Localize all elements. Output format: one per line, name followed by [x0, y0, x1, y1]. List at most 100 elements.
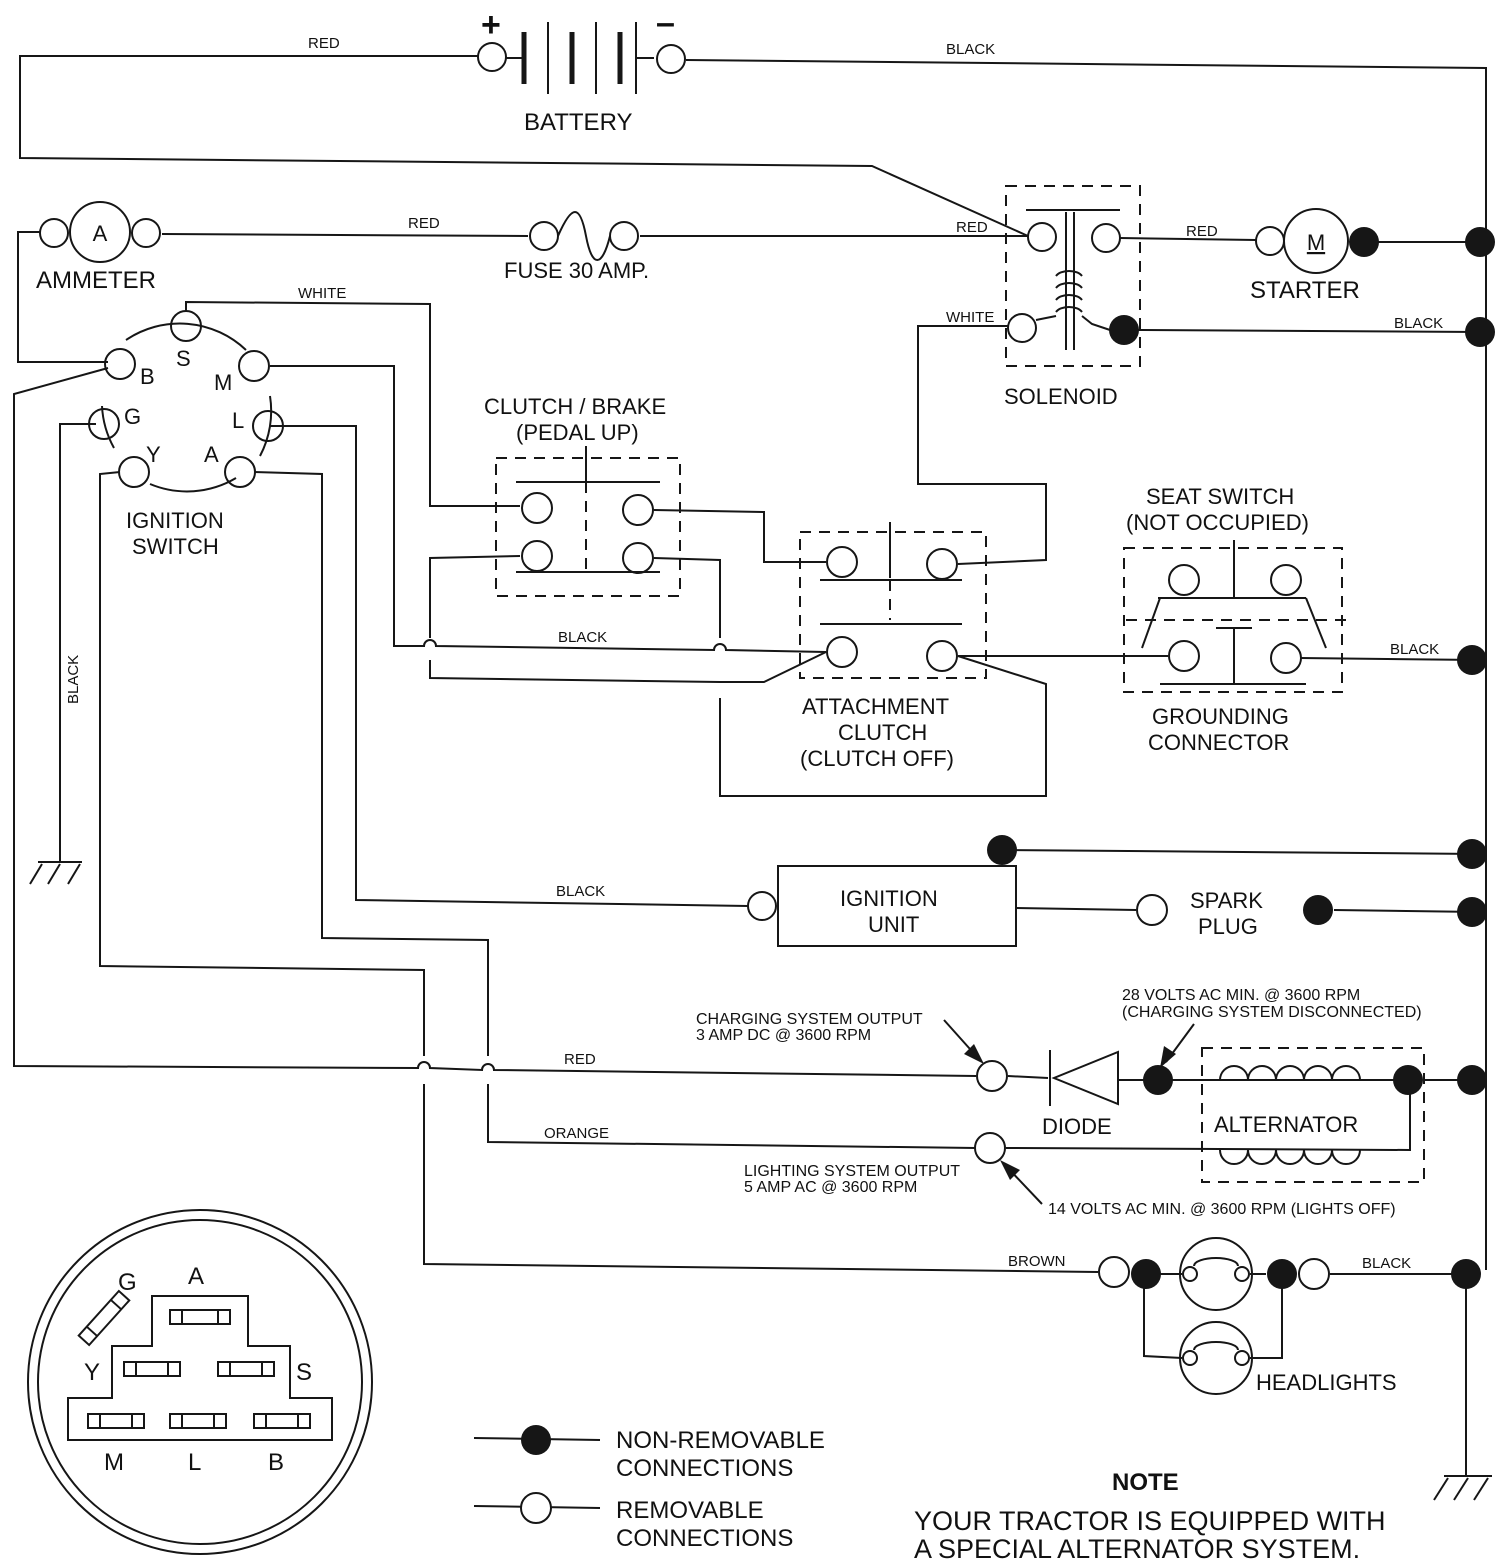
clutch-brake-terminal[interactable]: [521, 540, 553, 572]
arrow-head: [964, 1044, 984, 1064]
starter-symbol: M: [1307, 230, 1325, 255]
alternator-housing: [1201, 1047, 1425, 1183]
lighting-output-terminal[interactable]: [974, 1132, 1006, 1164]
connector-label-l: L: [188, 1449, 201, 1476]
spark-plug-terminal[interactable]: [1136, 894, 1168, 926]
wire-a-charge: [253, 471, 977, 1149]
clutch-brake-terminal[interactable]: [622, 494, 654, 526]
attachment-clutch-terminal[interactable]: [826, 546, 858, 578]
wire-label: RED: [564, 1051, 596, 1068]
headlight-bottom: [1179, 1321, 1253, 1395]
seat-switch-terminal[interactable]: [1168, 640, 1200, 672]
connector-inner-ring: [37, 1219, 363, 1545]
ignition-unit: IGNITION UNIT: [747, 835, 1017, 947]
fuse-terminal-left[interactable]: [529, 221, 559, 251]
wire-black-ignition: [270, 425, 749, 907]
clutch-brake-housing: [495, 457, 681, 597]
note-text: A SPECIAL ALTERNATOR SYSTEM.: [914, 1534, 1360, 1562]
ground-connection: [1457, 839, 1487, 869]
attachment-clutch-label: (CLUTCH OFF): [800, 746, 954, 771]
legend: NON-REMOVABLE CONNECTIONS REMOVABLE CONN…: [473, 1425, 825, 1552]
ammeter-symbol: A: [93, 221, 108, 246]
headlights: HEADLIGHTS: [1098, 1237, 1397, 1395]
ignition-terminal-b[interactable]: [104, 348, 136, 380]
wire-black-ground: [59, 423, 96, 862]
wire-alt-lights: [1005, 1094, 1411, 1152]
charging-output-label: 3 AMP DC @ 3600 RPM: [696, 1027, 871, 1044]
wire-clutch-right-lower: [653, 557, 1047, 797]
attachment-clutch-terminal[interactable]: [926, 548, 958, 580]
solenoid-terminal-white[interactable]: [1007, 313, 1037, 343]
headlight-terminal[interactable]: [1098, 1256, 1130, 1288]
ignition-terminal-y-label: Y: [146, 442, 161, 467]
attachment-clutch-label: ATTACHMENT: [802, 694, 949, 719]
ignition-terminal-l[interactable]: [252, 410, 284, 442]
ignition-terminal-g[interactable]: [88, 408, 120, 440]
fuse-element: [557, 211, 611, 261]
battery-plus-sign: +: [481, 6, 501, 44]
ignition-unit-terminal[interactable]: [747, 891, 777, 921]
ground-connection: [1465, 227, 1495, 257]
clutch-brake-terminal[interactable]: [521, 492, 553, 524]
solenoid-coil: [1035, 270, 1111, 331]
ground-symbol-left: [29, 861, 82, 885]
legend-removable-symbol: [520, 1492, 552, 1524]
charging-output-terminal[interactable]: [976, 1060, 1008, 1092]
ignition-terminal-s-label: S: [176, 346, 191, 371]
connector-pin-l: [169, 1413, 227, 1429]
ignition-terminal-a[interactable]: [224, 456, 256, 488]
ignition-terminal-m-label: M: [214, 370, 232, 395]
starter-ground-connection: [1349, 227, 1379, 257]
spark-plug-label: PLUG: [1198, 914, 1258, 939]
ground-connection: [1457, 1065, 1487, 1095]
battery-positive-terminal[interactable]: [477, 42, 507, 72]
connector-label-a: A: [188, 1263, 204, 1290]
headlight-terminal[interactable]: [1298, 1258, 1330, 1290]
wire-red-ammeter: [161, 233, 529, 237]
clutch-brake-label: (PEDAL UP): [516, 420, 639, 445]
wire-label: BLACK: [1394, 315, 1443, 332]
grounding-connector-label: CONNECTOR: [1148, 730, 1289, 755]
ammeter-terminal-right[interactable]: [131, 218, 161, 248]
solenoid: SOLENOID: [1004, 185, 1141, 409]
wire-label: BLACK: [946, 41, 995, 58]
ignition-switch-body: [101, 322, 273, 493]
connector-label-s: S: [296, 1359, 312, 1386]
alternator-coil-top: [1219, 1065, 1361, 1081]
charging-output-label: CHARGING SYSTEM OUTPUT: [696, 1011, 923, 1028]
wire-black-clutch: [270, 365, 827, 653]
wire-label: WHITE: [298, 285, 346, 302]
ammeter-terminal-left[interactable]: [39, 218, 69, 248]
ignition-unit-label: IGNITION: [840, 886, 938, 911]
wire-label: BROWN: [1008, 1253, 1066, 1270]
wire-clutch-att: [653, 509, 826, 563]
wire-red-charge: [13, 367, 977, 1077]
solenoid-terminal-starter[interactable]: [1091, 223, 1121, 253]
battery-negative-terminal[interactable]: [656, 44, 686, 74]
solenoid-terminal-battery[interactable]: [1027, 222, 1057, 252]
ground-connection: [1451, 1259, 1481, 1289]
legend-removable-label: REMOVABLE: [616, 1497, 764, 1524]
solenoid-label: SOLENOID: [1004, 384, 1118, 409]
seat-switch-terminal[interactable]: [1270, 564, 1302, 596]
ammeter-label: AMMETER: [36, 267, 156, 294]
starter-terminal[interactable]: [1255, 226, 1285, 256]
wire-label: BLACK: [1390, 641, 1439, 658]
ignition-terminal-y[interactable]: [118, 456, 150, 488]
attachment-clutch-terminal[interactable]: [926, 640, 958, 672]
ignition-terminal-s[interactable]: [170, 310, 202, 342]
wire-y-brown: [99, 471, 1099, 1273]
seat-switch-terminal[interactable]: [1168, 564, 1200, 596]
seat-switch: SEAT SWITCH (NOT OCCUPIED) GROUNDING CON…: [1123, 484, 1350, 755]
seat-switch-terminal[interactable]: [1270, 642, 1302, 674]
ignition-terminal-a-label: A: [204, 442, 219, 467]
ignition-terminal-m[interactable]: [238, 350, 270, 382]
fuse-terminal-right[interactable]: [609, 221, 639, 251]
wire-label: BLACK: [1362, 1255, 1411, 1272]
alt-dc-voltage-label: 28 VOLTS AC MIN. @ 3600 RPM: [1122, 987, 1360, 1004]
headlight-connection: [1267, 1259, 1297, 1289]
starter: M STARTER: [1250, 208, 1379, 304]
clutch-brake-terminal[interactable]: [622, 542, 654, 574]
attachment-clutch-terminal[interactable]: [826, 636, 858, 668]
